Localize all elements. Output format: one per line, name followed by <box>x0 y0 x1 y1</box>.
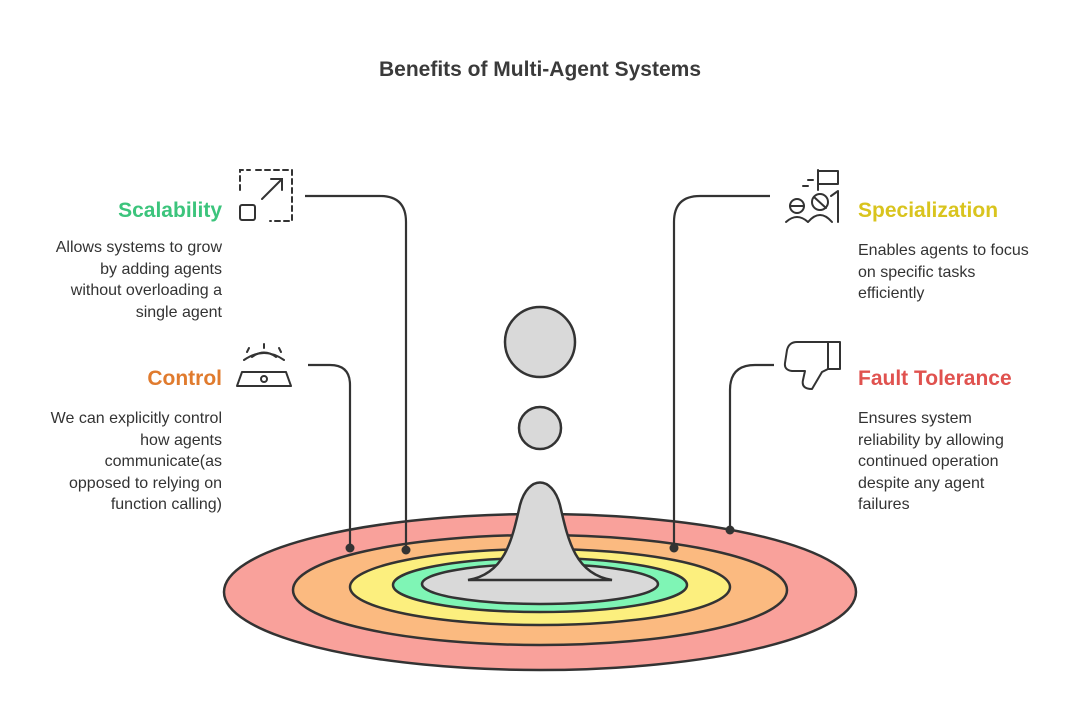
specialization-description: Enables agents to focus on specific task… <box>858 240 1029 305</box>
drop-large <box>503 305 577 379</box>
diagram-title: Benefits of Multi-Agent Systems <box>378 58 702 81</box>
connector-fault-tolerance <box>728 363 774 530</box>
description-line: communicate(as <box>104 453 222 470</box>
description-line: Ensures system <box>858 410 972 427</box>
team-flag-icon <box>785 169 839 223</box>
description-line: continued operation <box>858 453 999 470</box>
scalability-heading: Scalability <box>118 199 222 222</box>
drop-small <box>517 405 563 451</box>
description-line: without overloading a <box>70 282 222 299</box>
description-line: Enables agents to focus <box>858 242 1029 259</box>
control-description: We can explicitly control how agents com… <box>51 408 222 516</box>
description-line: on specific tasks <box>858 263 976 281</box>
expand-arrows-icon <box>239 169 293 222</box>
description-line: how agents <box>140 431 222 449</box>
description-line: opposed to relying on <box>69 474 222 492</box>
description-line: function calling) <box>110 496 222 513</box>
dot-fault-tolerance <box>725 525 735 535</box>
description-line: Allows systems to grow <box>55 239 222 256</box>
connector-specialization <box>672 194 770 548</box>
specialization-heading: Specialization <box>858 199 999 222</box>
connectors <box>305 194 774 550</box>
dot-specialization <box>669 543 679 553</box>
description-line: We can explicitly control <box>50 410 222 427</box>
connector-control <box>308 363 352 548</box>
splash-peak <box>467 481 613 582</box>
control-heading: Control <box>147 367 222 390</box>
description-line: reliability by allowing <box>858 431 1004 449</box>
connector-scalability <box>305 194 408 550</box>
fault-tolerance-description: Ensures system reliability by allowing c… <box>858 408 1004 516</box>
control-console-icon <box>236 343 292 387</box>
description-line: efficiently <box>858 285 925 302</box>
scalability-description: Allows systems to grow by adding agents … <box>56 237 222 323</box>
connector-dots <box>345 525 735 555</box>
description-line: single agent <box>135 303 222 321</box>
thumbs-down-icon <box>783 341 841 390</box>
dot-scalability <box>401 545 411 555</box>
dot-control <box>345 543 355 553</box>
description-line: despite any agent <box>858 474 985 492</box>
description-line: failures <box>858 496 910 513</box>
fault-tolerance-heading: Fault Tolerance <box>858 367 1012 390</box>
description-line: by adding agents <box>100 260 222 278</box>
